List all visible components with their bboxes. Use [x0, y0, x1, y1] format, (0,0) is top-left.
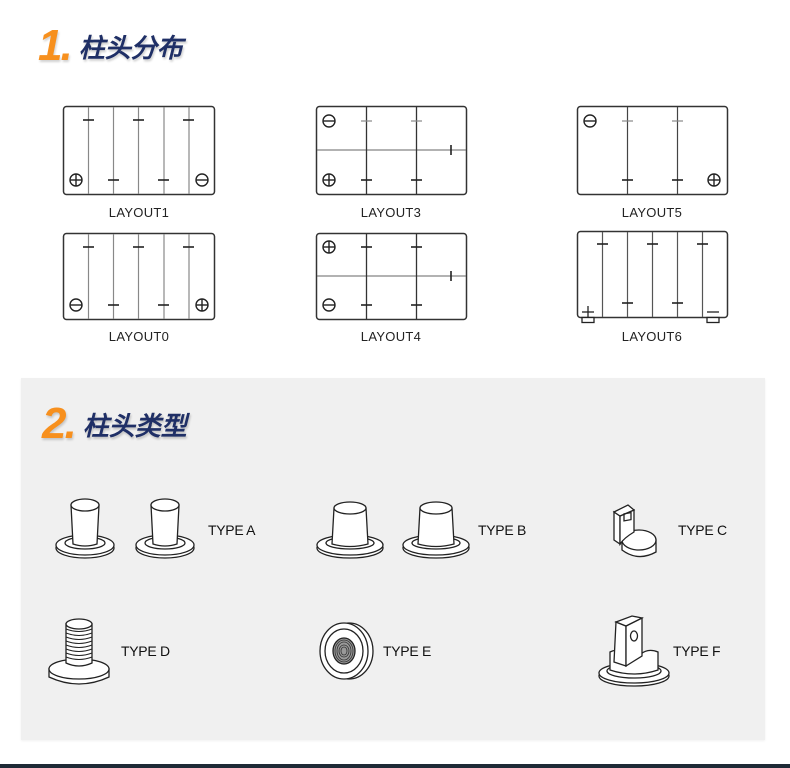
layout0-label: LAYOUT0: [108, 329, 170, 344]
negative-terminal-icon: [322, 298, 336, 312]
section1-number: 1.: [38, 21, 73, 70]
threaded-nut-icon: [319, 622, 374, 680]
negative-terminal-icon: [322, 114, 336, 128]
type-a-label: TYPE A: [208, 522, 256, 538]
type-f-label: TYPE F: [673, 643, 721, 659]
layout1-label: LAYOUT1: [108, 205, 170, 220]
negative-terminal-icon: [583, 114, 597, 128]
type-d-illustration: [46, 615, 112, 692]
flag-terminal-icon: [598, 615, 670, 687]
section1-heading: 1. 柱头分布: [38, 24, 183, 68]
section2-number: 2.: [42, 399, 77, 448]
layout5-label: LAYOUT5: [621, 205, 683, 220]
layout4-label: LAYOUT4: [360, 329, 422, 344]
layout3-diagram: [313, 103, 473, 199]
layout4-diagram: [313, 230, 473, 324]
threaded-stud-icon: [48, 618, 110, 685]
type-e-label: TYPE E: [383, 643, 431, 659]
type-b-label: TYPE B: [478, 522, 526, 538]
section1-title: 柱头分布: [78, 34, 183, 64]
positive-terminal-icon: [707, 173, 721, 187]
terminal-post-icon: [135, 498, 195, 559]
layout1-diagram: [60, 103, 220, 199]
type-c-label: TYPE C: [678, 522, 727, 538]
negative-terminal-icon: [195, 173, 209, 187]
negative-terminal-icon: [69, 298, 83, 312]
type-a-illustration: [45, 492, 205, 569]
negative-terminal-icon: [706, 311, 720, 324]
layout5-diagram: [574, 103, 734, 199]
terminal-post-icon: [402, 501, 470, 559]
type-c-illustration: [612, 500, 668, 567]
section2-heading: 2. 柱头类型: [42, 402, 187, 446]
positive-terminal-icon: [322, 240, 336, 254]
type-f-illustration: [596, 612, 676, 695]
bottom-divider: [0, 764, 790, 768]
type-b-illustration: [313, 494, 473, 569]
positive-terminal-icon: [195, 298, 209, 312]
layout3-label: LAYOUT3: [360, 205, 422, 220]
terminal-post-icon: [316, 501, 384, 559]
layout6-label: LAYOUT6: [621, 329, 683, 344]
positive-terminal-icon: [322, 173, 336, 187]
type-d-label: TYPE D: [121, 643, 170, 659]
layout6-diagram: [574, 228, 734, 326]
positive-terminal-icon: [69, 173, 83, 187]
section2-title: 柱头类型: [82, 412, 187, 442]
terminal-post-icon: [55, 498, 115, 559]
l-terminal-icon: [612, 504, 657, 558]
layout0-diagram: [60, 230, 220, 324]
positive-terminal-icon: [581, 306, 595, 324]
type-e-illustration: [317, 620, 377, 687]
